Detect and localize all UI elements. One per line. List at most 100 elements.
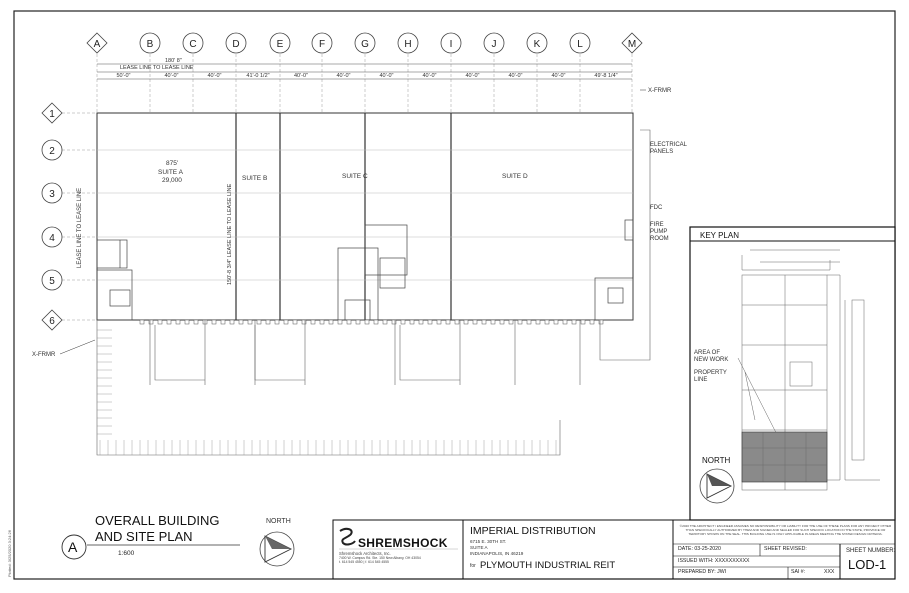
grid-bubble-b: B: [139, 32, 161, 54]
dock-door: [517, 319, 523, 325]
grid-bubble-label: L: [577, 39, 583, 50]
grid-bubble-row-2: 2: [41, 139, 63, 161]
grid-bubble-label: C: [189, 39, 196, 50]
dock-door: [508, 319, 514, 325]
dock-door: [274, 319, 280, 325]
address-line-1: 6715 E. 30TH ST.: [470, 539, 507, 544]
dock-door: [184, 319, 190, 325]
grid-bubble-i: I: [440, 32, 462, 54]
xfrmr-top-label: X-FRMR: [648, 88, 672, 94]
grid-bubble-f: F: [311, 32, 333, 54]
dock-door: [544, 319, 550, 325]
sai-label: SAI #:: [791, 569, 806, 575]
dock-door: [571, 319, 577, 325]
grid-bubble-label: 1: [49, 109, 55, 120]
dock-door: [355, 319, 361, 325]
dock-door: [364, 319, 370, 325]
grid-bubble-label: 3: [49, 189, 55, 200]
key-property-label-2: LINE: [694, 377, 707, 383]
prepared-by-field: PREPARED BY: JWI: [678, 569, 727, 575]
dock-door: [472, 319, 478, 325]
dock-door: [157, 319, 163, 325]
dock-door: [463, 319, 469, 325]
dock-doors: [139, 319, 604, 325]
suite-a-area: 875': [166, 160, 178, 167]
firm-details: Shremshock Architects, Inc. 7400 W. Camp…: [339, 551, 421, 564]
electrical-label-1: ELECTRICAL: [650, 142, 688, 148]
grid-bubble-label: B: [147, 39, 154, 50]
dimension-text: 40'-0": [207, 73, 221, 79]
parking-stalls: [97, 329, 557, 455]
north-arrow-icon: [259, 531, 295, 567]
grid-bubble-k: K: [526, 32, 548, 54]
title-block-frames: [332, 519, 896, 580]
dock-door: [427, 319, 433, 325]
overall-dimension: 180' 8": [165, 58, 182, 64]
grid-bubble-label: G: [361, 39, 369, 50]
firm-line-2: 7400 W. Campus Rd. Ste. 150 New Albany, …: [339, 556, 421, 560]
address-line-3: INDIANAPOLIS, IN 46219: [470, 551, 524, 556]
key-plan-highlight: [741, 431, 828, 483]
grid-bubble-row-1: 1: [41, 102, 63, 124]
sheet-number: LOD-1: [848, 557, 887, 572]
suite-a-label: SUITE A: [158, 169, 184, 176]
north-label: NORTH: [266, 518, 291, 525]
for-label: for: [470, 563, 476, 569]
drawing-tag-letter: A: [68, 539, 78, 555]
dock-door: [391, 319, 397, 325]
dock-door: [598, 319, 604, 325]
plot-stamp: Plotted: 3/25/2020 3:24:26: [7, 529, 12, 577]
drawing-tag-circle: [61, 534, 87, 560]
sheet-number-label: SHEET NUMBER:: [846, 548, 896, 554]
dock-door: [319, 319, 325, 325]
dock-door: [436, 319, 442, 325]
grid-bubble-l: L: [569, 32, 591, 54]
shremshock-logo-icon: [339, 527, 356, 546]
grid-bubble-label: 5: [49, 276, 55, 287]
grid-bubble-label: F: [319, 39, 325, 50]
grid-bubble-row-5: 5: [41, 269, 63, 291]
dock-door: [310, 319, 316, 325]
key-north-arrow-icon: [699, 468, 735, 504]
dock-door: [220, 319, 226, 325]
dimension-text: 40'-0": [294, 73, 308, 79]
grid-bubble-j: J: [483, 32, 505, 54]
grid-bubble-row-3: 3: [41, 182, 63, 204]
dock-door: [166, 319, 172, 325]
client-name: PLYMOUTH INDUSTRIAL REIT: [480, 560, 616, 571]
drawing-title-line2: AND SITE PLAN: [95, 529, 193, 544]
dock-door: [382, 319, 388, 325]
grid-bubble-label: D: [232, 39, 239, 50]
dock-door: [265, 319, 271, 325]
dock-door: [193, 319, 199, 325]
xfrmr-left-label: X-FRMR: [32, 352, 56, 358]
suite-c-label: SUITE C: [342, 173, 368, 180]
suite-a-offices: [96, 239, 133, 321]
dimension-text: 40'-0": [508, 73, 522, 79]
sheet-revised-field: SHEET REVISED:: [764, 546, 807, 552]
drawing-title: OVERALL BUILDING AND SITE PLAN: [95, 513, 220, 545]
issued-with-field: ISSUED WITH: XXXXXXXXXX: [678, 558, 750, 564]
suite-d-offices: [594, 219, 634, 321]
fire-pump-label-3: ROOM: [650, 236, 669, 242]
dimension-text: 50'-0": [116, 73, 130, 79]
dimension-strings: 50'-0"40'-0"40'-0"41'-0 1/2"40'-0"40'-0"…: [116, 73, 617, 79]
dock-door: [580, 319, 586, 325]
dock-door: [238, 319, 244, 325]
grid-bubble-m: M: [621, 32, 643, 54]
dimension-text: 40'-0": [422, 73, 436, 79]
grid-bubble-label: M: [628, 39, 636, 50]
dock-door: [526, 319, 532, 325]
lease-line-mid-label: 150'-8 3/4" LEASE LINE TO LEASE LINE: [227, 183, 233, 285]
dock-door: [211, 319, 217, 325]
dimension-text: 40'-0": [551, 73, 565, 79]
dock-door: [283, 319, 289, 325]
grid-bubble-label: J: [492, 39, 497, 50]
grid-bubble-c: C: [182, 32, 204, 54]
grid-bubble-label: H: [404, 39, 411, 50]
dimension-text: 40'-0": [465, 73, 479, 79]
firm-line-3: t. 614 545 4550 | f. 614 545 4555: [339, 560, 389, 564]
